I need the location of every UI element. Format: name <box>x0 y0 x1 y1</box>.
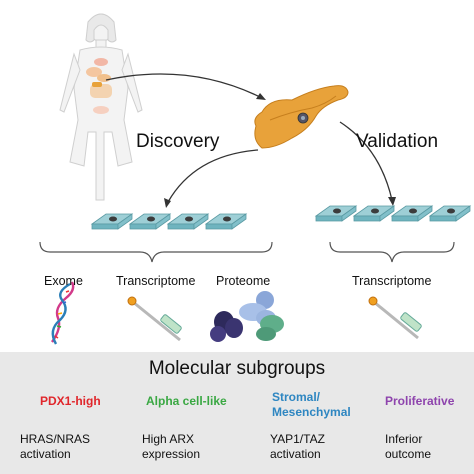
transcriptome-probe-right-icon <box>368 296 422 340</box>
pancreas-icon <box>254 85 349 149</box>
cell-nucleus-icon <box>447 208 455 214</box>
cell-nucleus-icon <box>109 216 117 222</box>
label-validation: Validation <box>356 131 439 152</box>
label-exome: Exome <box>44 274 83 288</box>
arrow-to-discovery <box>167 149 259 203</box>
cell-plate-icon <box>428 205 472 222</box>
label-proteome: Proteome <box>216 274 271 288</box>
transcriptome-probe-left-icon <box>127 296 182 342</box>
subgroup-name-alpha: Alpha cell-like <box>146 394 227 408</box>
subgroup-name-pdx1: PDX1-high <box>40 394 101 408</box>
bracket-discovery <box>39 241 273 263</box>
dna-helix-icon <box>51 281 75 345</box>
cell-plate-icon <box>166 213 210 230</box>
label-discovery: Discovery <box>136 131 220 152</box>
cell-plate-icon <box>314 205 358 222</box>
bracket-validation <box>329 241 455 263</box>
human-figure-icon <box>59 13 143 201</box>
cell-plate-icon <box>128 213 172 230</box>
cell-nucleus-icon <box>409 208 417 214</box>
cell-nucleus-icon <box>147 216 155 222</box>
label-transcriptome-left: Transcriptome <box>116 274 196 288</box>
arrow-head-discovery <box>164 198 171 208</box>
subgroup-name-stromal: Stromal/Mesenchymal <box>272 390 351 419</box>
cell-plates-validation <box>314 205 472 222</box>
arrow-to-validation <box>339 121 393 201</box>
label-transcriptome-right: Transcriptome <box>352 274 432 288</box>
cell-nucleus-icon <box>333 208 341 214</box>
cell-plate-icon <box>204 213 248 230</box>
cell-plates-discovery <box>90 213 248 230</box>
subgroup-name-proliferative: Proliferative <box>385 394 455 408</box>
arrow-to-pancreas <box>105 73 263 99</box>
arrow-head-validation <box>388 197 396 206</box>
cell-plate-icon <box>352 205 396 222</box>
subgroups-title: Molecular subgroups <box>148 358 326 379</box>
cell-plate-icon <box>390 205 434 222</box>
arrow-head-pancreas <box>256 93 266 100</box>
proteome-proteins-icon <box>210 291 284 342</box>
cell-nucleus-icon <box>223 216 231 222</box>
molecular-subgroups-panel <box>0 352 474 474</box>
cell-plate-icon <box>90 213 134 230</box>
cell-nucleus-icon <box>371 208 379 214</box>
cell-nucleus-icon <box>185 216 193 222</box>
